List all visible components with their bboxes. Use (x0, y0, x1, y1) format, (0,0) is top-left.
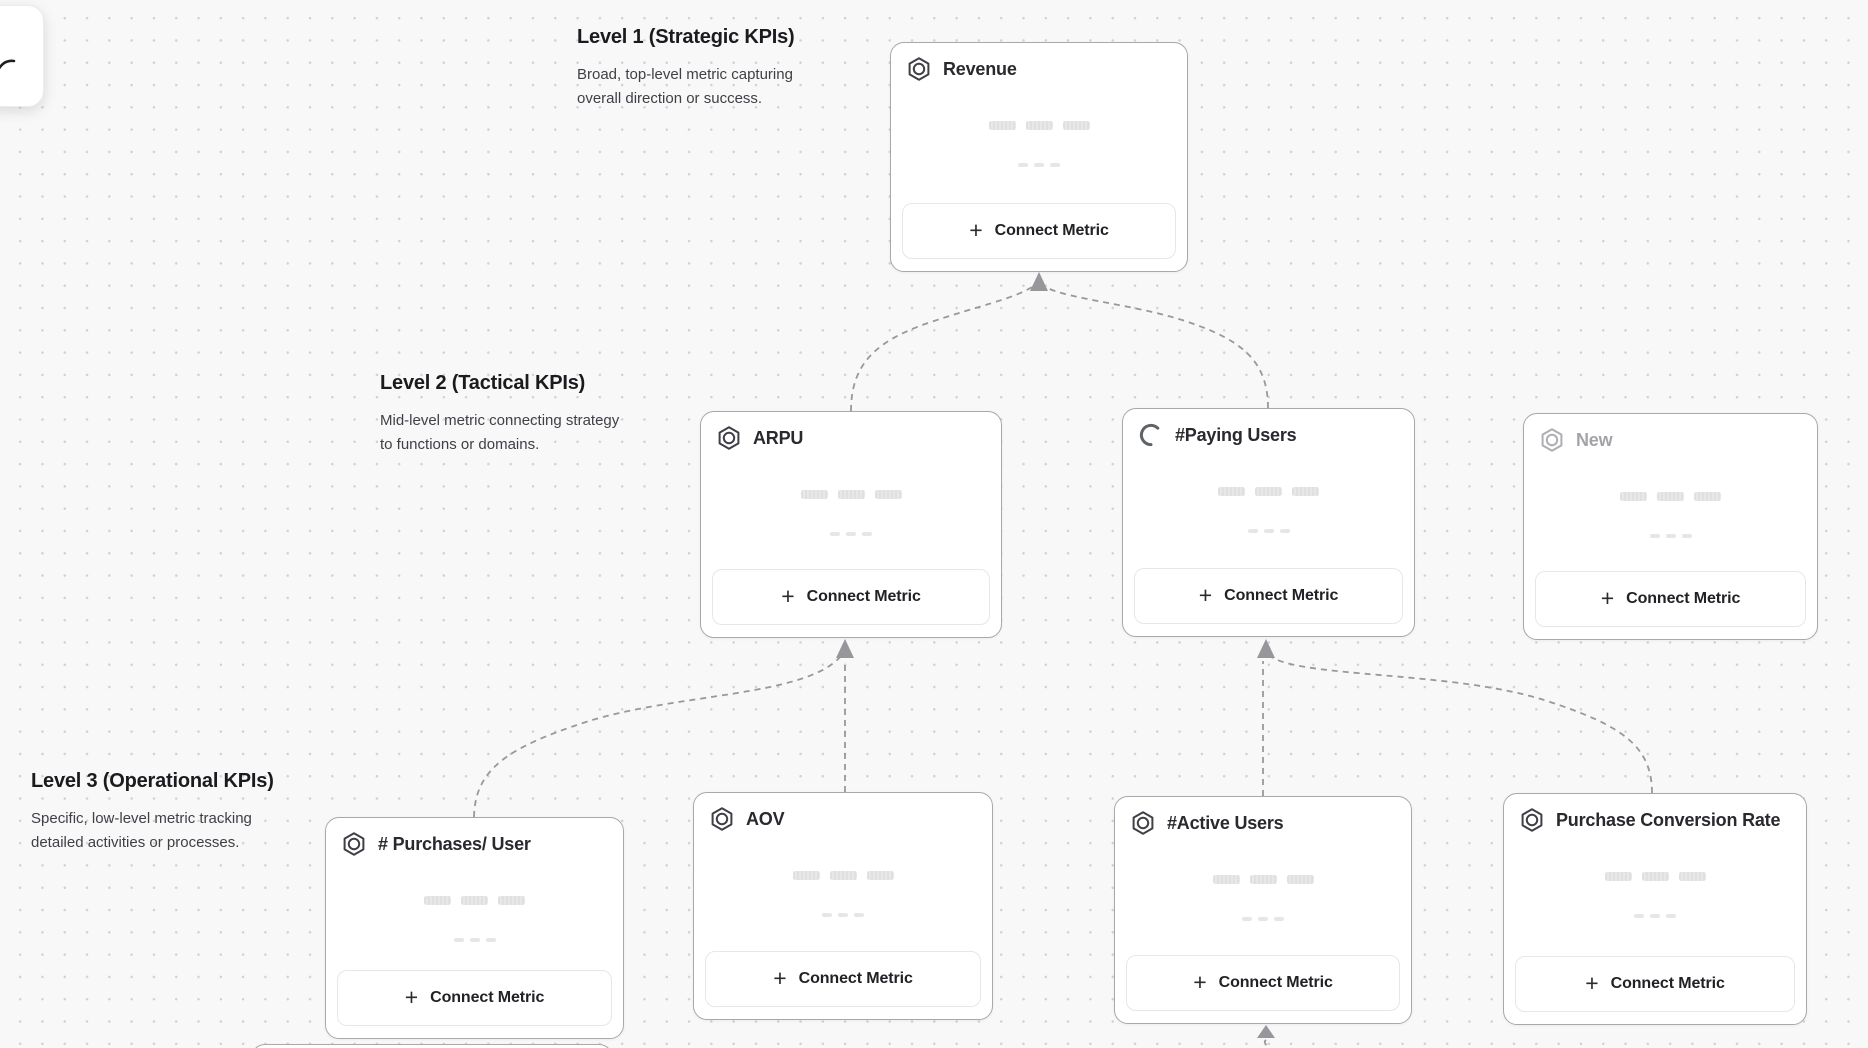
card-header: Purchase Conversion Rate (1504, 794, 1806, 833)
plus-icon: + (1198, 581, 1213, 608)
level-3-label: Level 3 (Operational KPIs) Specific, low… (31, 770, 289, 856)
connect-metric-label: Connect Metric (798, 970, 913, 987)
card-header: AOV (694, 793, 992, 832)
arrowhead-into-payingusers (1257, 639, 1275, 658)
metric-card-purchase-conversion-rate[interactable]: Purchase Conversion Rate + Connect Metri… (1503, 793, 1807, 1025)
level-2-description: Mid-level metric connecting strategy to … (380, 412, 620, 454)
hexagon-metric-icon (716, 425, 742, 451)
connect-metric-button[interactable]: + Connect Metric (1535, 571, 1806, 627)
hexagon-metric-icon (341, 831, 367, 857)
card-title: # Purchases/ User (378, 833, 531, 854)
metric-card-revenue[interactable]: Revenue + Connect Metric (890, 42, 1188, 272)
card-header: New (1524, 414, 1817, 453)
level-2-title: Level 2 (Tactical KPIs) (380, 372, 586, 394)
card-header: #Paying Users (1123, 409, 1414, 448)
hexagon-metric-icon (1130, 810, 1156, 836)
connect-metric-button[interactable]: + Connect Metric (705, 951, 981, 1007)
arrowhead-into-revenue (1030, 272, 1048, 291)
metric-card-paying-users[interactable]: #Paying Users + Connect Metric (1122, 408, 1415, 637)
connect-metric-label: Connect Metric (806, 588, 921, 605)
card-title: AOV (746, 808, 785, 829)
connect-metric-label: Connect Metric (1610, 975, 1725, 992)
floating-toolbar[interactable] (0, 5, 44, 107)
metric-card-new[interactable]: New + Connect Metric (1523, 413, 1818, 640)
plus-icon: + (969, 216, 983, 243)
card-title: #Active Users (1167, 812, 1284, 833)
connector-arpu-to-revenue (850, 286, 1033, 412)
metric-card-active-users[interactable]: #Active Users + Connect Metric (1114, 796, 1412, 1024)
connector-offscreen-to-activeusers (1263, 1039, 1268, 1048)
connect-metric-button[interactable]: + Connect Metric (337, 970, 612, 1026)
card-title: #Paying Users (1175, 424, 1297, 445)
card-header: ARPU (701, 412, 1001, 451)
metric-card-arpu[interactable]: ARPU + Connect Metric (700, 411, 1002, 638)
arrowhead-into-activeusers (1257, 1025, 1275, 1038)
plus-icon: + (773, 964, 787, 991)
connect-metric-button[interactable]: + Connect Metric (712, 569, 990, 625)
metric-card-purchases-per-user[interactable]: # Purchases/ User + Connect Metric (325, 817, 624, 1039)
hexagon-metric-icon (709, 806, 735, 832)
arrowhead-into-arpu (836, 639, 854, 658)
cursor-icon (0, 54, 21, 78)
card-header: #Active Users (1115, 797, 1411, 836)
metric-card-aov[interactable]: AOV + Connect Metric (693, 792, 993, 1020)
card-title: New (1576, 429, 1613, 450)
connect-metric-button[interactable]: + Connect Metric (1126, 955, 1400, 1011)
plus-icon: + (404, 983, 419, 1010)
plus-icon: + (781, 582, 795, 609)
connector-pcr-to-payingusers (1269, 655, 1653, 794)
hexagon-metric-icon (1519, 807, 1545, 833)
hexagon-metric-icon (906, 56, 932, 82)
level-3-description: Specific, low-level metric tracking deta… (31, 810, 252, 852)
plus-icon: + (1600, 584, 1615, 611)
plus-icon: + (1193, 968, 1207, 995)
connect-metric-button[interactable]: + Connect Metric (902, 203, 1176, 259)
hexagon-metric-icon (1539, 427, 1565, 453)
card-title: Purchase Conversion Rate (1556, 809, 1781, 830)
connect-metric-label: Connect Metric (1626, 590, 1741, 607)
metric-card-partial-bottom[interactable] (251, 1044, 613, 1048)
card-title: ARPU (753, 427, 804, 448)
plus-icon: + (1585, 969, 1599, 996)
connect-metric-label: Connect Metric (1218, 974, 1333, 991)
level-1-title: Level 1 (Strategic KPIs) (577, 26, 795, 48)
connect-metric-label: Connect Metric (430, 989, 545, 1006)
level-2-label: Level 2 (Tactical KPIs) Mid-level metric… (380, 372, 628, 458)
spinner-icon (1138, 422, 1164, 448)
connector-payingusers-to-revenue (1045, 286, 1269, 409)
card-header: Revenue (891, 43, 1187, 82)
connect-metric-label: Connect Metric (994, 222, 1109, 239)
level-1-label: Level 1 (Strategic KPIs) Broad, top-leve… (577, 26, 809, 112)
card-header: # Purchases/ User (326, 818, 623, 857)
card-title: Revenue (943, 58, 1017, 79)
level-3-title: Level 3 (Operational KPIs) (31, 770, 274, 792)
level-1-description: Broad, top-level metric capturing overal… (577, 66, 793, 108)
connect-metric-label: Connect Metric (1224, 587, 1339, 604)
connect-metric-button[interactable]: + Connect Metric (1515, 956, 1795, 1012)
connect-metric-button[interactable]: + Connect Metric (1134, 568, 1403, 624)
